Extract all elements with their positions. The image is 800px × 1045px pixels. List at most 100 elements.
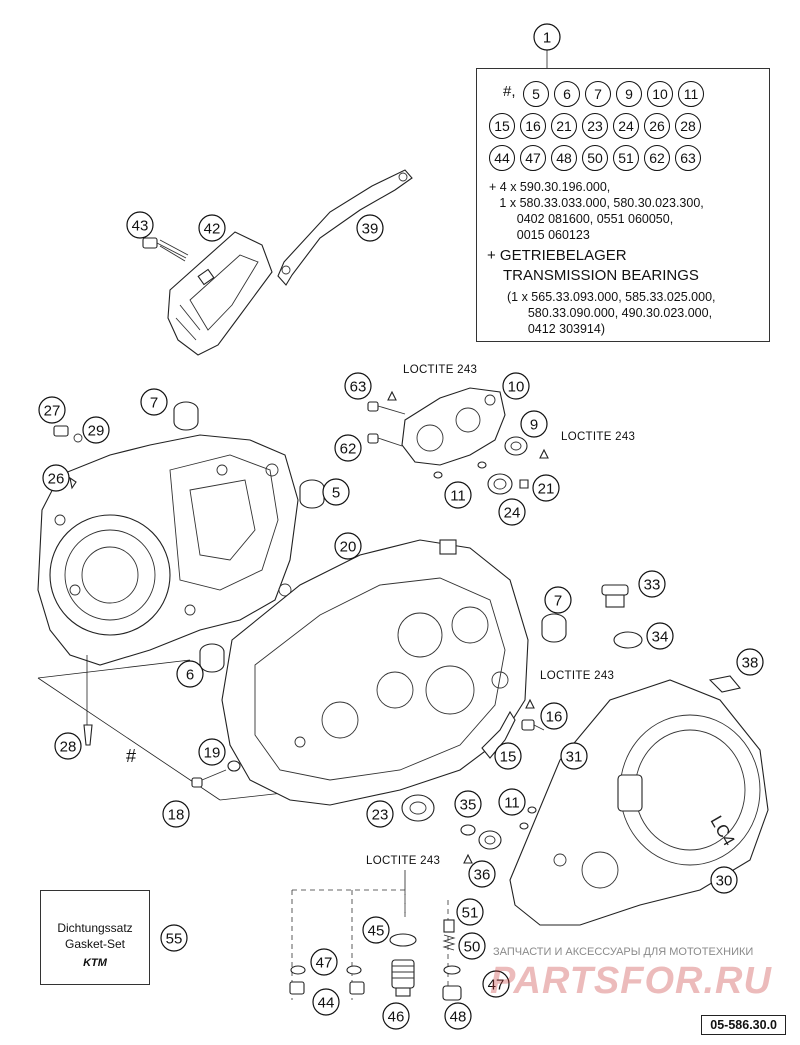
ktm-logo: KTM xyxy=(83,957,107,969)
loctite-drop-4 xyxy=(463,853,473,864)
callout-6: 6 xyxy=(176,660,204,688)
callout-63: 63 xyxy=(344,372,372,400)
callout-24: 24 xyxy=(498,498,526,526)
callout-29: 29 xyxy=(82,416,110,444)
bracket-38 xyxy=(708,675,742,693)
callout-number: 21 xyxy=(538,481,555,498)
callout-28: 28 xyxy=(54,732,82,760)
kit-part-number: 44 xyxy=(489,145,515,171)
callout-47b: 47 xyxy=(482,970,510,998)
callout-number: 47 xyxy=(488,977,505,994)
callout-10: 10 xyxy=(502,372,530,400)
callout-number: 63 xyxy=(350,379,367,396)
screw-16 xyxy=(521,719,545,731)
callout-36: 36 xyxy=(468,860,496,888)
kit-part-number: 6 xyxy=(554,81,580,107)
bolt-18 xyxy=(191,769,227,788)
watermark-logo: PARTSFOR.RU xyxy=(490,960,772,1002)
callout-number: 36 xyxy=(474,867,491,884)
clutch-cover: LC4 xyxy=(509,679,769,926)
callout-number: 27 xyxy=(44,403,61,420)
callout-number: 31 xyxy=(566,749,583,766)
callout-number: 19 xyxy=(204,745,221,762)
gasket-15 xyxy=(481,710,516,759)
o-ring-34 xyxy=(613,631,643,649)
callout-number: 7 xyxy=(554,593,562,610)
callout-number: 38 xyxy=(742,655,759,672)
loctite-label-2: LOCTITE 243 xyxy=(561,431,636,443)
bearing-title-1: + GETRIEBELAGER xyxy=(487,247,627,264)
callout-31: 31 xyxy=(560,742,588,770)
callout-20: 20 xyxy=(334,532,362,560)
callout-43: 43 xyxy=(126,211,154,239)
callout-number: 62 xyxy=(340,441,357,458)
drain-plug-44 xyxy=(289,965,365,995)
loctite-label-3: LOCTITE 243 xyxy=(540,670,615,682)
kit-part-number: 16 xyxy=(520,113,546,139)
gasket-set-box: Dichtungssatz Gasket-Set KTM xyxy=(40,890,150,985)
plug-27 xyxy=(53,425,83,443)
oil-screen-46 xyxy=(389,933,417,997)
callout-number: 48 xyxy=(450,1009,467,1026)
callout-number: 11 xyxy=(450,488,466,505)
callout-number: 18 xyxy=(168,807,185,824)
dowel-11b-2 xyxy=(519,822,529,830)
chain-guide xyxy=(277,169,413,286)
bearing-title-2: TRANSMISSION BEARINGS xyxy=(503,267,699,284)
pin-26 xyxy=(69,476,77,490)
callout-39: 39 xyxy=(356,214,384,242)
callout-35: 35 xyxy=(454,790,482,818)
callout-number: 45 xyxy=(368,923,385,940)
callout-number: 33 xyxy=(644,577,661,594)
kit-part-number: 62 xyxy=(644,145,670,171)
callout-62: 62 xyxy=(334,434,362,462)
callout-26: 26 xyxy=(42,464,70,492)
sprocket-cover xyxy=(167,231,273,356)
kit-part-number: 10 xyxy=(647,81,673,107)
loctite-drop-1 xyxy=(387,390,397,401)
callout-47a: 47 xyxy=(310,948,338,976)
bearing-line-1: (1 x 565.33.093.000, 585.33.025.000, xyxy=(507,290,716,304)
plug-48 xyxy=(442,985,462,1001)
callout-number: 34 xyxy=(652,629,669,646)
kit-part-number: 63 xyxy=(675,145,701,171)
kit-part-number: 9 xyxy=(616,81,642,107)
callout-number: 11 xyxy=(504,795,520,812)
callout-number: 47 xyxy=(316,955,333,972)
callout-number: 6 xyxy=(186,667,194,684)
kit-part-number: 51 xyxy=(613,145,639,171)
callout-27: 27 xyxy=(38,396,66,424)
bearing-line-2: 580.33.090.000, 490.30.023.000, xyxy=(507,306,713,320)
washer-47 xyxy=(443,965,461,975)
bolt-62 xyxy=(367,433,403,447)
callout-number: 39 xyxy=(362,221,379,238)
kit-line-3: 0402 081600, 0551 060050, xyxy=(489,212,674,226)
kit-part-number: 47 xyxy=(520,145,546,171)
kit-line-2: 1 x 580.33.033.000, 580.30.023.300, xyxy=(489,196,704,210)
callout-30: 30 xyxy=(710,866,738,894)
bearing-line-3: 0412 303914) xyxy=(507,322,605,336)
filler-plug-33 xyxy=(601,584,629,608)
callout-1: 1 xyxy=(533,23,561,51)
callout-number: 43 xyxy=(132,218,149,235)
seal-36 xyxy=(478,830,502,850)
callout-16: 16 xyxy=(540,702,568,730)
loctite-drop-2 xyxy=(539,448,549,459)
loctite-drop-3 xyxy=(525,698,535,709)
callout-number: 20 xyxy=(340,539,357,556)
callout-23: 23 xyxy=(366,800,394,828)
callout-38: 38 xyxy=(736,648,764,676)
bushing-6 xyxy=(199,643,225,673)
kit-part-number: 24 xyxy=(613,113,639,139)
callout-number: 42 xyxy=(204,221,221,238)
callout-number: 35 xyxy=(460,797,477,814)
spring-50 xyxy=(442,919,456,951)
loctite-label-4: LOCTITE 243 xyxy=(366,855,441,867)
callout-9: 9 xyxy=(520,410,548,438)
callout-21: 21 xyxy=(532,474,560,502)
kit-part-number: 21 xyxy=(551,113,577,139)
bearing-23 xyxy=(401,794,435,822)
dowel-11a-2 xyxy=(477,461,487,469)
